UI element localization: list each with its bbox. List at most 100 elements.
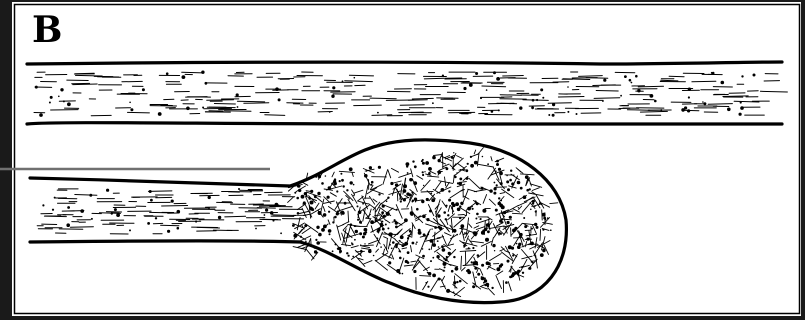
bulb-dot: [475, 218, 477, 220]
bulb-dot: [442, 248, 446, 252]
bulb-dot: [481, 276, 483, 278]
bulb-dot: [316, 241, 320, 245]
fiber-dash: [44, 216, 66, 217]
bulb-dot: [528, 267, 531, 270]
bulb-dot: [509, 216, 512, 219]
bulb-dot: [501, 218, 503, 220]
fiber-dot: [50, 96, 53, 99]
bulb-dot: [424, 171, 425, 172]
bulb-dot: [415, 243, 417, 245]
bulb-dot: [425, 161, 429, 165]
bulb-dot: [353, 184, 355, 186]
bulb-dot: [483, 282, 485, 284]
bulb-dot: [328, 229, 332, 233]
fiber-dot: [688, 88, 691, 91]
bulb-dot: [365, 218, 366, 219]
fiber-dash: [257, 208, 275, 209]
bulb-dot: [323, 225, 327, 229]
fiber-dot: [89, 194, 92, 197]
bulb-dash: [420, 276, 431, 277]
bulb-dot: [426, 198, 429, 201]
fiber-dot: [331, 95, 334, 98]
fiber-dot: [202, 107, 204, 109]
fiber-dot: [740, 106, 744, 110]
bulb-dot: [416, 241, 418, 243]
bulb-dot: [436, 255, 439, 258]
fiber-dot: [130, 108, 133, 111]
fiber-dot: [532, 99, 535, 102]
bulb-dot: [389, 232, 393, 236]
bulb-dot: [357, 205, 359, 207]
bulb-dot: [363, 232, 366, 235]
bulb-dot: [431, 228, 432, 229]
fiber-dot: [177, 227, 180, 230]
fiber-dot: [280, 232, 282, 234]
bulb-dot: [498, 202, 502, 206]
bulb-dot: [412, 201, 414, 203]
bulb-dot: [416, 208, 419, 211]
fiber-dot: [548, 114, 550, 116]
bulb-dot: [475, 234, 477, 236]
bulb-dot: [341, 179, 344, 182]
upper-fiber-top-edge: [27, 62, 782, 64]
bulb-dot: [400, 235, 404, 239]
bulb-dash: [421, 191, 433, 192]
bulb-dot: [516, 243, 518, 245]
bulb-dot: [343, 185, 345, 187]
bulb-dot: [470, 164, 474, 168]
bulb-dot: [475, 277, 477, 279]
bulb-dot: [518, 207, 519, 208]
bulb-dot: [399, 257, 402, 260]
bulb-dot: [332, 250, 334, 252]
fiber-dot: [129, 102, 131, 104]
bulb-dot: [390, 182, 393, 185]
bulb-dot: [455, 202, 459, 206]
panel-label: B: [32, 9, 62, 51]
bulb-dot: [378, 166, 381, 169]
bulb-dot: [432, 257, 434, 259]
bulb-dot: [489, 189, 492, 192]
bulb-dot: [458, 182, 462, 186]
bulb-dot: [486, 261, 490, 265]
bulb-dot: [494, 250, 495, 251]
fiber-dash: [197, 227, 219, 228]
bulb-dot: [542, 249, 546, 253]
fiber-dash: [182, 72, 203, 73]
bulb-dot: [312, 209, 315, 212]
bulb-dot: [501, 205, 505, 209]
fiber-dash: [354, 105, 382, 106]
bulb-dot: [332, 221, 334, 223]
fiber-dash: [399, 112, 424, 113]
bulb-dot: [382, 228, 385, 231]
bulb-dot: [467, 269, 470, 272]
bulb-dot: [472, 208, 474, 210]
fiber-dot: [463, 87, 466, 90]
bulb-dot: [432, 274, 436, 278]
bulb-dot: [465, 215, 467, 217]
bulb-dot: [408, 193, 411, 196]
bulb-dot: [432, 243, 436, 247]
bulb-dot: [431, 198, 435, 202]
bulb-dot: [425, 282, 427, 284]
fiber-dash: [75, 195, 97, 196]
bulb-dot: [413, 181, 417, 185]
fiber-dot: [740, 101, 742, 103]
bulb-dot: [402, 273, 404, 275]
bulb-dot: [298, 189, 301, 192]
bulb-dot: [509, 179, 512, 182]
fiber-dot: [576, 113, 578, 115]
bulb-dot: [428, 167, 432, 171]
bulb-dot: [325, 175, 327, 177]
bulb-dot: [304, 192, 307, 195]
fiber-dash: [640, 111, 667, 112]
bulb-dot: [388, 261, 391, 264]
fiber-dot: [542, 97, 544, 99]
bulb-dot: [474, 161, 478, 165]
fiber-dot: [432, 102, 434, 104]
bulb-dot: [511, 182, 514, 185]
bulb-dot: [362, 203, 364, 205]
fiber-dot: [480, 97, 482, 99]
bulb-dot: [476, 213, 479, 216]
bulb-dot: [456, 172, 457, 173]
bulb-dot: [407, 251, 410, 254]
